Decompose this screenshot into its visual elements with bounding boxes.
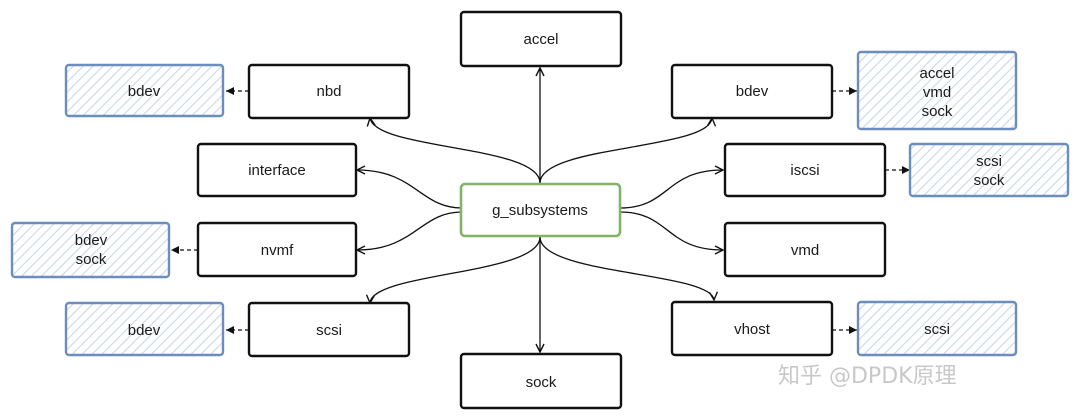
deps-iscsi-box xyxy=(908,142,1070,198)
deps-bdev-line: sock xyxy=(922,103,953,120)
node-sock-label: sock xyxy=(526,374,557,391)
edge-center-nbd xyxy=(366,116,541,184)
edge-center-vmd xyxy=(619,211,725,255)
node-nvmf-box xyxy=(196,221,358,278)
subsystem-boxes xyxy=(196,10,887,410)
node-nvmf-label: nvmf xyxy=(261,242,294,259)
node-vmd-box xyxy=(723,221,887,278)
node-accel-label: accel xyxy=(523,31,558,48)
edge-center-iscsi xyxy=(619,165,725,209)
node-nbd-box xyxy=(247,63,411,120)
deps-iscsi-line: scsi xyxy=(976,153,1002,170)
node-bdev-label: bdev xyxy=(736,83,769,100)
edge-center-scsi xyxy=(365,236,541,305)
deps-iscsi-line: sock xyxy=(974,172,1005,189)
deps-nvmf-line: sock xyxy=(76,251,107,268)
node-accel-box xyxy=(459,10,623,68)
center-label: g_subsystems xyxy=(492,202,588,219)
deps-nvmf-line: bdev xyxy=(75,232,108,249)
deps-bdev-box xyxy=(856,50,1018,131)
node-bdev-box xyxy=(670,63,834,120)
deps-nbd-line: bdev xyxy=(128,83,161,100)
edge-center-interface xyxy=(355,165,463,209)
edge-center-nvmf xyxy=(355,211,463,255)
node-vhost-box xyxy=(670,300,834,357)
deps-nvmf-box xyxy=(10,221,171,279)
edge-center-bdev xyxy=(539,116,717,184)
center-box xyxy=(459,182,622,238)
node-scsi-box xyxy=(247,301,411,358)
edge-center-vhost xyxy=(539,236,719,302)
node-sock-box xyxy=(459,352,623,410)
deps-bdev-line: accel xyxy=(919,65,954,82)
watermark: 知乎 @DPDK原理 xyxy=(778,364,957,389)
node-vhost-label: vhost xyxy=(734,321,771,338)
dependency-boxes xyxy=(10,50,1070,357)
deps-scsi-box xyxy=(64,301,225,357)
labels: g_subsystems accel nbd bdev interface is… xyxy=(75,31,1005,391)
deps-vhost-box xyxy=(856,300,1018,357)
connectors xyxy=(355,66,725,354)
node-scsi-label: scsi xyxy=(316,322,342,339)
deps-nbd-box xyxy=(64,63,225,118)
deps-scsi-line: bdev xyxy=(128,322,161,339)
deps-bdev-line: vmd xyxy=(923,84,951,101)
node-vmd-label: vmd xyxy=(791,242,819,259)
deps-vhost-line: scsi xyxy=(924,321,950,338)
node-iscsi-label: iscsi xyxy=(790,162,819,179)
node-interface-box xyxy=(196,142,358,198)
node-iscsi-box xyxy=(723,142,887,198)
dependency-links xyxy=(171,87,910,334)
node-interface-label: interface xyxy=(248,162,306,179)
node-nbd-label: nbd xyxy=(316,83,341,100)
